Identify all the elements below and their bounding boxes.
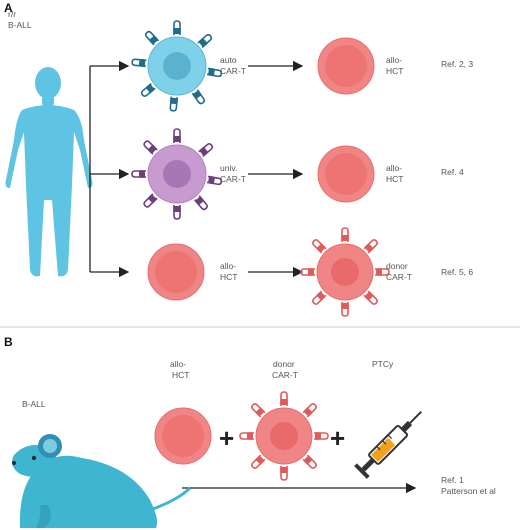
row3-cell2-line2: CAR-T xyxy=(386,272,412,282)
panel-b-item3-line1: PTCy xyxy=(372,359,394,369)
plus-sign: + xyxy=(219,423,234,453)
row1-cell2-line2: HCT xyxy=(386,66,403,76)
panel-b-item1-line1: allo- xyxy=(170,359,186,369)
allo-hct-cell-icon xyxy=(147,243,205,301)
patient-label-line2: B-ALL xyxy=(8,20,32,30)
branch-connector xyxy=(89,60,304,278)
donor-cart-cell-icon xyxy=(239,391,329,481)
row1-cell1-line2: CAR-T xyxy=(220,66,246,76)
patient-label-line1: r/r xyxy=(8,9,16,19)
panel-b-ref-line2: Patterson et al xyxy=(441,486,496,496)
row1-cell2-line1: allo- xyxy=(386,55,402,65)
panel-b-item2-line1: donor xyxy=(273,359,295,369)
row3-cell1-line2: HCT xyxy=(220,272,237,282)
plus-sign: + xyxy=(330,423,345,453)
panel-b-label: B xyxy=(4,335,13,349)
row1-ref: Ref. 2, 3 xyxy=(441,59,473,69)
panel-b-item1-line2: HCT xyxy=(172,370,189,380)
univ-cart-cell-icon xyxy=(131,128,223,220)
row1-cell1-line1: auto xyxy=(220,55,237,65)
panel-a-label: A xyxy=(4,1,13,15)
syringe-icon xyxy=(354,411,422,479)
panel-b-ref-line1: Ref. 1 xyxy=(441,475,464,485)
row3-ref: Ref. 5, 6 xyxy=(441,267,473,277)
row2-cell1-line2: CAR-T xyxy=(220,174,246,184)
panel-b-item2-line2: CAR-T xyxy=(272,370,298,380)
row2-cell2-line2: HCT xyxy=(386,174,403,184)
allo-hct-cell-icon xyxy=(317,37,375,95)
row3-cell2-line1: donor xyxy=(386,261,408,271)
allo-hct-cell-icon xyxy=(317,145,375,203)
donor-cart-cell-icon xyxy=(300,227,390,317)
row2-cell2-line1: allo- xyxy=(386,163,402,173)
row3-cell1-line1: allo- xyxy=(220,261,236,271)
human-figure-icon xyxy=(5,67,93,277)
auto-cart-cell-icon xyxy=(131,20,223,112)
panel-b-disease-label: B-ALL xyxy=(22,399,46,409)
allo-hct-cell-icon xyxy=(154,407,212,465)
row2-cell1-line1: univ. xyxy=(220,163,237,173)
row2-ref: Ref. 4 xyxy=(441,167,464,177)
mouse-icon xyxy=(12,434,192,528)
